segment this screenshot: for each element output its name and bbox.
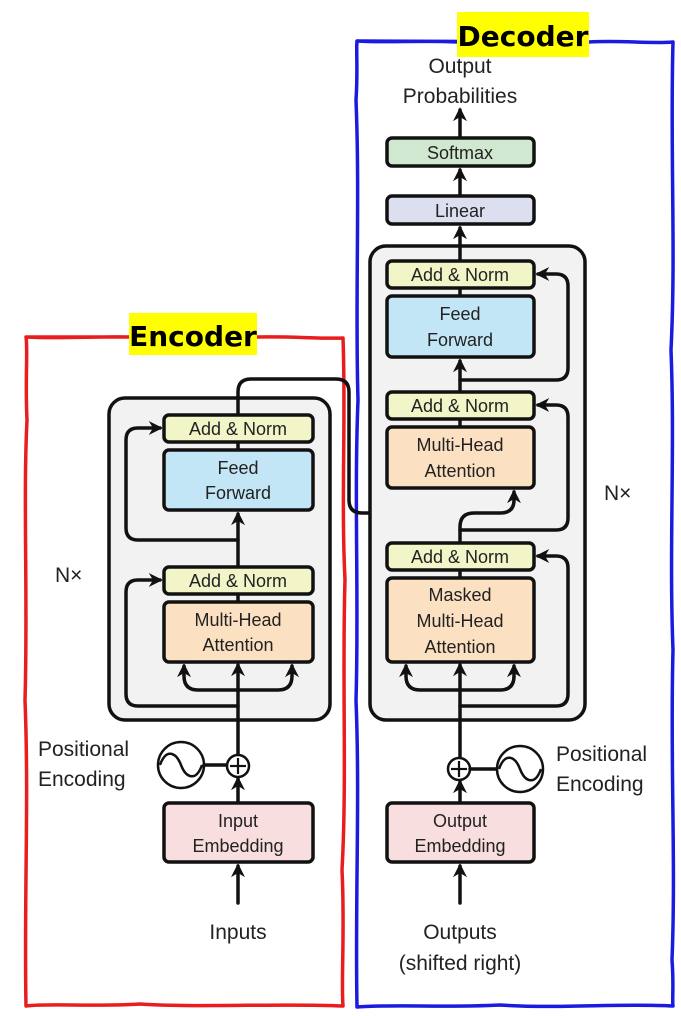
decoder-add-norm-bottom-label: Add & Norm: [411, 547, 509, 567]
decoder-add-norm-top: [385, 259, 536, 290]
decoder-title: Decoder: [458, 20, 589, 53]
encoder-input-embedding: [162, 801, 315, 864]
encoder-inputs-label: Inputs: [209, 921, 266, 944]
decoder-residual-3: [458, 267, 570, 382]
decoder-add-norm-mid-label: Add & Norm: [411, 396, 509, 416]
decoder-masked-attention-label-2: Multi-Head: [416, 611, 503, 631]
encoder-feed-forward-label-2: Forward: [205, 483, 271, 503]
decoder-positional-label-2: Encoding: [556, 773, 644, 796]
encoder-feed-forward-label-1: Feed: [217, 458, 258, 478]
decoder-outputs-label-1: Outputs: [423, 921, 497, 944]
encoder-positional-label-1: Positional: [38, 738, 129, 761]
decoder-add-norm-bottom: [385, 541, 536, 572]
encoder-frame: [23, 335, 347, 1008]
encoder-title-highlight: [129, 313, 257, 355]
decoder-positional-label-1: Positional: [556, 743, 647, 766]
decoder-output-embedding: [385, 801, 536, 864]
encoder-attention-label-2: Attention: [202, 635, 273, 655]
decoder-masked-value-wire: [458, 663, 521, 692]
softmax-label: Softmax: [427, 143, 493, 163]
decoder-query-wire: [458, 489, 521, 545]
decoder-positional-encoding-icon: [495, 744, 545, 794]
encoder-layer-block: [107, 396, 332, 722]
encoder-attn-value-wire: [236, 663, 299, 692]
encoder-attn-key-wire: [177, 663, 240, 692]
softmax-box: [385, 136, 536, 168]
decoder-cross-attention-label-2: Attention: [424, 461, 495, 481]
encoder-add-norm-top: [162, 413, 315, 444]
encoder-add-norm-top-label: Add & Norm: [189, 419, 287, 439]
encoder-positional-label-2: Encoding: [38, 768, 126, 791]
decoder-outputs-label-2: (shifted right): [399, 952, 522, 975]
encoder-add-norm-bottom-label: Add & Norm: [189, 571, 287, 591]
decoder-title-highlight: [457, 12, 589, 57]
decoder-residual-1: [458, 549, 570, 708]
decoder-add-norm-mid: [385, 390, 536, 421]
decoder-add-icon: [446, 756, 472, 782]
encoder-residual-1: [124, 573, 240, 708]
linear-label: Linear: [435, 201, 485, 221]
encoder-positional-encoding-icon: [156, 740, 206, 790]
encoder-feed-forward: [162, 448, 315, 512]
decoder-embedding-label-1: Output: [433, 811, 487, 831]
decoder-residual-2: [458, 398, 570, 532]
encoder-attention-label-1: Multi-Head: [194, 610, 281, 630]
encoder-embedding-label-1: Input: [218, 811, 258, 831]
decoder-add-norm-top-label: Add & Norm: [411, 265, 509, 285]
encoder-multi-head-attention: [162, 600, 315, 664]
decoder-masked-attention: [385, 576, 536, 664]
encoder-title: Encoder: [129, 320, 257, 353]
encoder-add-norm-bottom: [162, 565, 315, 596]
decoder-feed-forward-label-1: Feed: [439, 304, 480, 324]
decoder-cross-attention-label-1: Multi-Head: [416, 435, 503, 455]
decoder-feed-forward-label-2: Forward: [427, 330, 493, 350]
output-label-1: Output: [428, 55, 491, 78]
decoder-masked-attention-label-1: Masked: [428, 585, 491, 605]
encoder-embedding-label-2: Embedding: [192, 836, 283, 856]
output-label-2: Probabilities: [403, 85, 517, 108]
encoder-repeat-label: N×: [55, 564, 82, 587]
decoder-masked-key-wire: [399, 663, 462, 692]
encoder-residual-2: [124, 421, 240, 542]
encoder-add-icon: [225, 753, 251, 779]
decoder-masked-attention-label-3: Attention: [424, 637, 495, 657]
decoder-repeat-label: N×: [604, 482, 631, 505]
decoder-cross-attention: [385, 425, 536, 490]
decoder-feed-forward: [385, 294, 536, 359]
decoder-embedding-label-2: Embedding: [414, 836, 505, 856]
linear-box: [385, 194, 536, 226]
decoder-frame: [354, 39, 676, 1009]
